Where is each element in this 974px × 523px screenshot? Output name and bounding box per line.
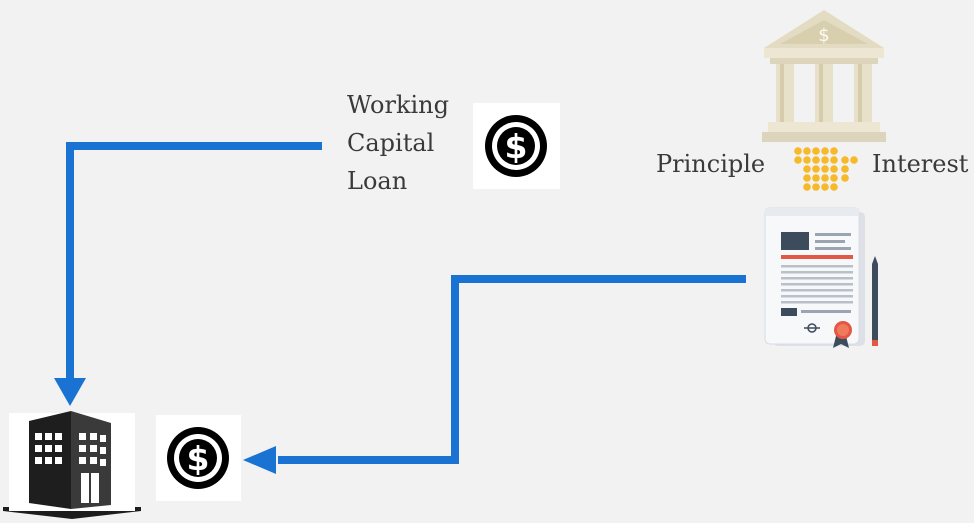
repayment-flow-arrow — [243, 275, 746, 474]
svg-text:$: $ — [505, 127, 528, 166]
office-building-icon — [3, 407, 141, 519]
coins-icon — [793, 146, 863, 192]
dollar-coin-icon: $ — [156, 415, 241, 501]
loan-label-line3: Loan — [347, 167, 408, 195]
interest-label: Interest — [872, 150, 969, 178]
loan-label-line1: Working — [347, 91, 449, 119]
principle-label: Principle — [656, 150, 766, 178]
working-capital-loan-label: Working Capital Loan — [347, 86, 477, 200]
contract-document-icon — [761, 204, 887, 352]
bank-icon: $ — [758, 6, 890, 144]
loan-flow-arrow — [54, 142, 322, 406]
dollar-coin-icon: $ — [473, 103, 560, 189]
svg-text:$: $ — [187, 439, 210, 478]
loan-label-line2: Capital — [347, 129, 435, 157]
svg-text:$: $ — [818, 25, 829, 46]
